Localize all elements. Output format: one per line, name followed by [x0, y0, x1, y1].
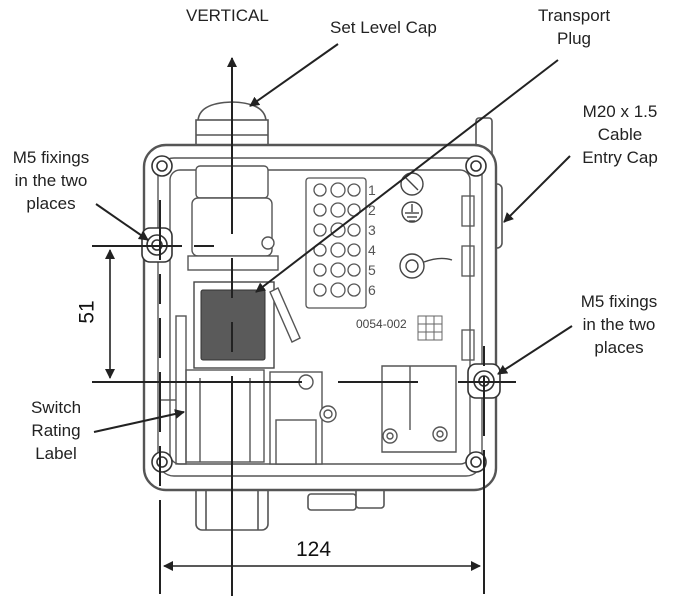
- leader-set-level-cap: [249, 43, 339, 107]
- leader-m5-left: [95, 203, 149, 241]
- part-code-grid: [417, 315, 443, 341]
- terminal-number: 4: [368, 242, 376, 258]
- terminal-hole: [313, 203, 327, 217]
- dimension-124-label: 124: [296, 538, 332, 561]
- label-m5-fixings-left: M5 fixings in the two places: [12, 148, 90, 213]
- terminal-number: 1: [368, 182, 376, 198]
- leader-cable-entry: [503, 155, 571, 223]
- lever-mount: [269, 371, 337, 465]
- corner-screws: [151, 155, 487, 473]
- switch-rating-area: [160, 315, 265, 465]
- terminal-hole: [313, 283, 327, 297]
- transport-plug-shape: [193, 281, 275, 369]
- terminal-hole: [347, 183, 361, 197]
- label-set-level-cap: Set Level Cap: [330, 18, 437, 37]
- right-wall-details: [461, 195, 475, 361]
- slanted-slot: [269, 287, 301, 343]
- earth-terminal: [399, 172, 453, 279]
- leader-switch-rating: [93, 409, 185, 433]
- terminal-hole: [313, 183, 327, 197]
- leader-m5-right: [497, 325, 573, 375]
- terminal-numbers: 1 2 3 4 5 6: [368, 182, 376, 298]
- label-m5-fixings-right: M5 fixings in the two places: [580, 292, 658, 357]
- label-switch-rating: Switch Rating Label: [30, 398, 82, 463]
- lower-right-bracket: [381, 365, 457, 453]
- terminal-hole: [330, 262, 346, 278]
- part-code-text: 0054-002: [356, 317, 407, 331]
- terminal-hole: [347, 283, 361, 297]
- terminal-number: 3: [368, 222, 376, 238]
- terminal-number: 5: [368, 262, 376, 278]
- terminal-hole: [347, 243, 361, 257]
- leader-transport-plug: [255, 59, 559, 293]
- terminal-number: 6: [368, 282, 376, 298]
- terminal-hole: [330, 242, 346, 258]
- terminal-hole: [347, 263, 361, 277]
- leader-lines: [93, 43, 573, 433]
- terminal-hole: [347, 223, 361, 237]
- label-cable-entry-cap: M20 x 1.5 Cable Entry Cap: [582, 102, 658, 167]
- terminal-hole: [313, 223, 327, 237]
- terminal-hole: [330, 202, 346, 218]
- terminal-block: [305, 177, 367, 309]
- dimension-51-label: 51: [75, 300, 99, 324]
- label-vertical: VERTICAL: [186, 6, 269, 25]
- terminal-hole: [313, 263, 327, 277]
- terminal-hole: [330, 282, 346, 298]
- terminal-number: 2: [368, 202, 376, 218]
- terminal-hole: [330, 182, 346, 198]
- label-transport-plug: Transport Plug: [537, 6, 611, 48]
